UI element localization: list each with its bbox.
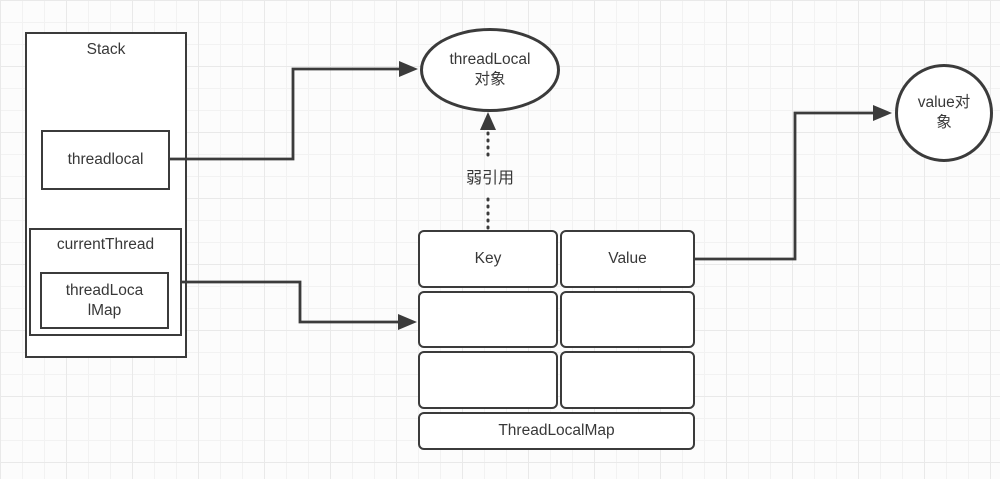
threadlocalmap-label: threadLoca lMap bbox=[65, 281, 144, 319]
arrow-threadlocal-to-object-line bbox=[170, 67, 400, 161]
arrow-map-to-table bbox=[182, 280, 417, 330]
weak-reference-arrow-head bbox=[480, 112, 496, 130]
arrow-value-to-object-line bbox=[695, 111, 874, 261]
arrow-map-to-table-line bbox=[182, 280, 399, 324]
arrow-map-to-table-head bbox=[398, 314, 417, 330]
weak-reference-label: 弱引用 bbox=[465, 170, 514, 187]
table-caption-cell: ThreadLocalMap bbox=[418, 412, 695, 450]
threadlocal-object-ellipse: threadLocal 对象 bbox=[420, 28, 560, 112]
stack-title: Stack bbox=[86, 41, 126, 58]
threadlocal-object-label: threadLocal 对象 bbox=[449, 51, 531, 88]
threadlocal-label: threadlocal bbox=[67, 151, 144, 168]
table-cell-empty bbox=[560, 351, 695, 409]
table-cell-empty bbox=[418, 291, 558, 348]
threadlocal-box: threadlocal bbox=[41, 130, 170, 190]
table-cell-empty bbox=[418, 351, 558, 409]
table-caption: ThreadLocalMap bbox=[498, 422, 615, 439]
arrow-value-to-object-head bbox=[873, 105, 892, 121]
table-header-value-cell: Value bbox=[560, 230, 695, 288]
current-thread-title: currentThread bbox=[56, 236, 155, 253]
value-object-circle: value对 象 bbox=[895, 64, 993, 162]
arrow-threadlocal-to-object-head bbox=[399, 61, 418, 77]
threadlocalmap-box: threadLoca lMap bbox=[40, 272, 169, 329]
value-object-label: value对 象 bbox=[917, 94, 971, 131]
arrow-value-to-object bbox=[695, 105, 892, 261]
table-header-key-cell: Key bbox=[418, 230, 558, 288]
arrow-threadlocal-to-object bbox=[170, 61, 418, 161]
table-cell-empty bbox=[560, 291, 695, 348]
